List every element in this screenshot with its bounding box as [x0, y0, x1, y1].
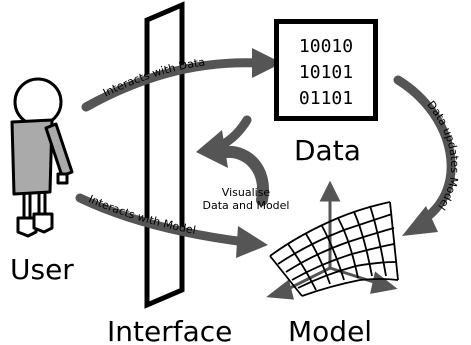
visualise-label-line1: Visualise: [221, 186, 271, 199]
user-label: User: [10, 253, 74, 286]
data-bits-row-1: 10010: [298, 36, 354, 57]
interface-panel-icon: [144, 1, 185, 309]
arrow-data-updates-model: Data updates Model: [393, 75, 461, 236]
visualise-label: Visualise Data and Model: [186, 186, 306, 212]
data-label: Data: [294, 134, 361, 167]
arrow-visualise: [196, 115, 269, 206]
data-box-icon: 10010 10101 01101: [274, 19, 378, 121]
interface-label: Interface: [107, 315, 233, 345]
model-surface-icon: [266, 180, 399, 300]
data-bits-row-3: 01101: [298, 88, 354, 109]
user-figure-icon: [10, 77, 74, 238]
visualise-label-line2: Data and Model: [202, 199, 290, 213]
data-bits-row-2: 10101: [298, 62, 354, 83]
model-label: Model: [288, 315, 373, 345]
